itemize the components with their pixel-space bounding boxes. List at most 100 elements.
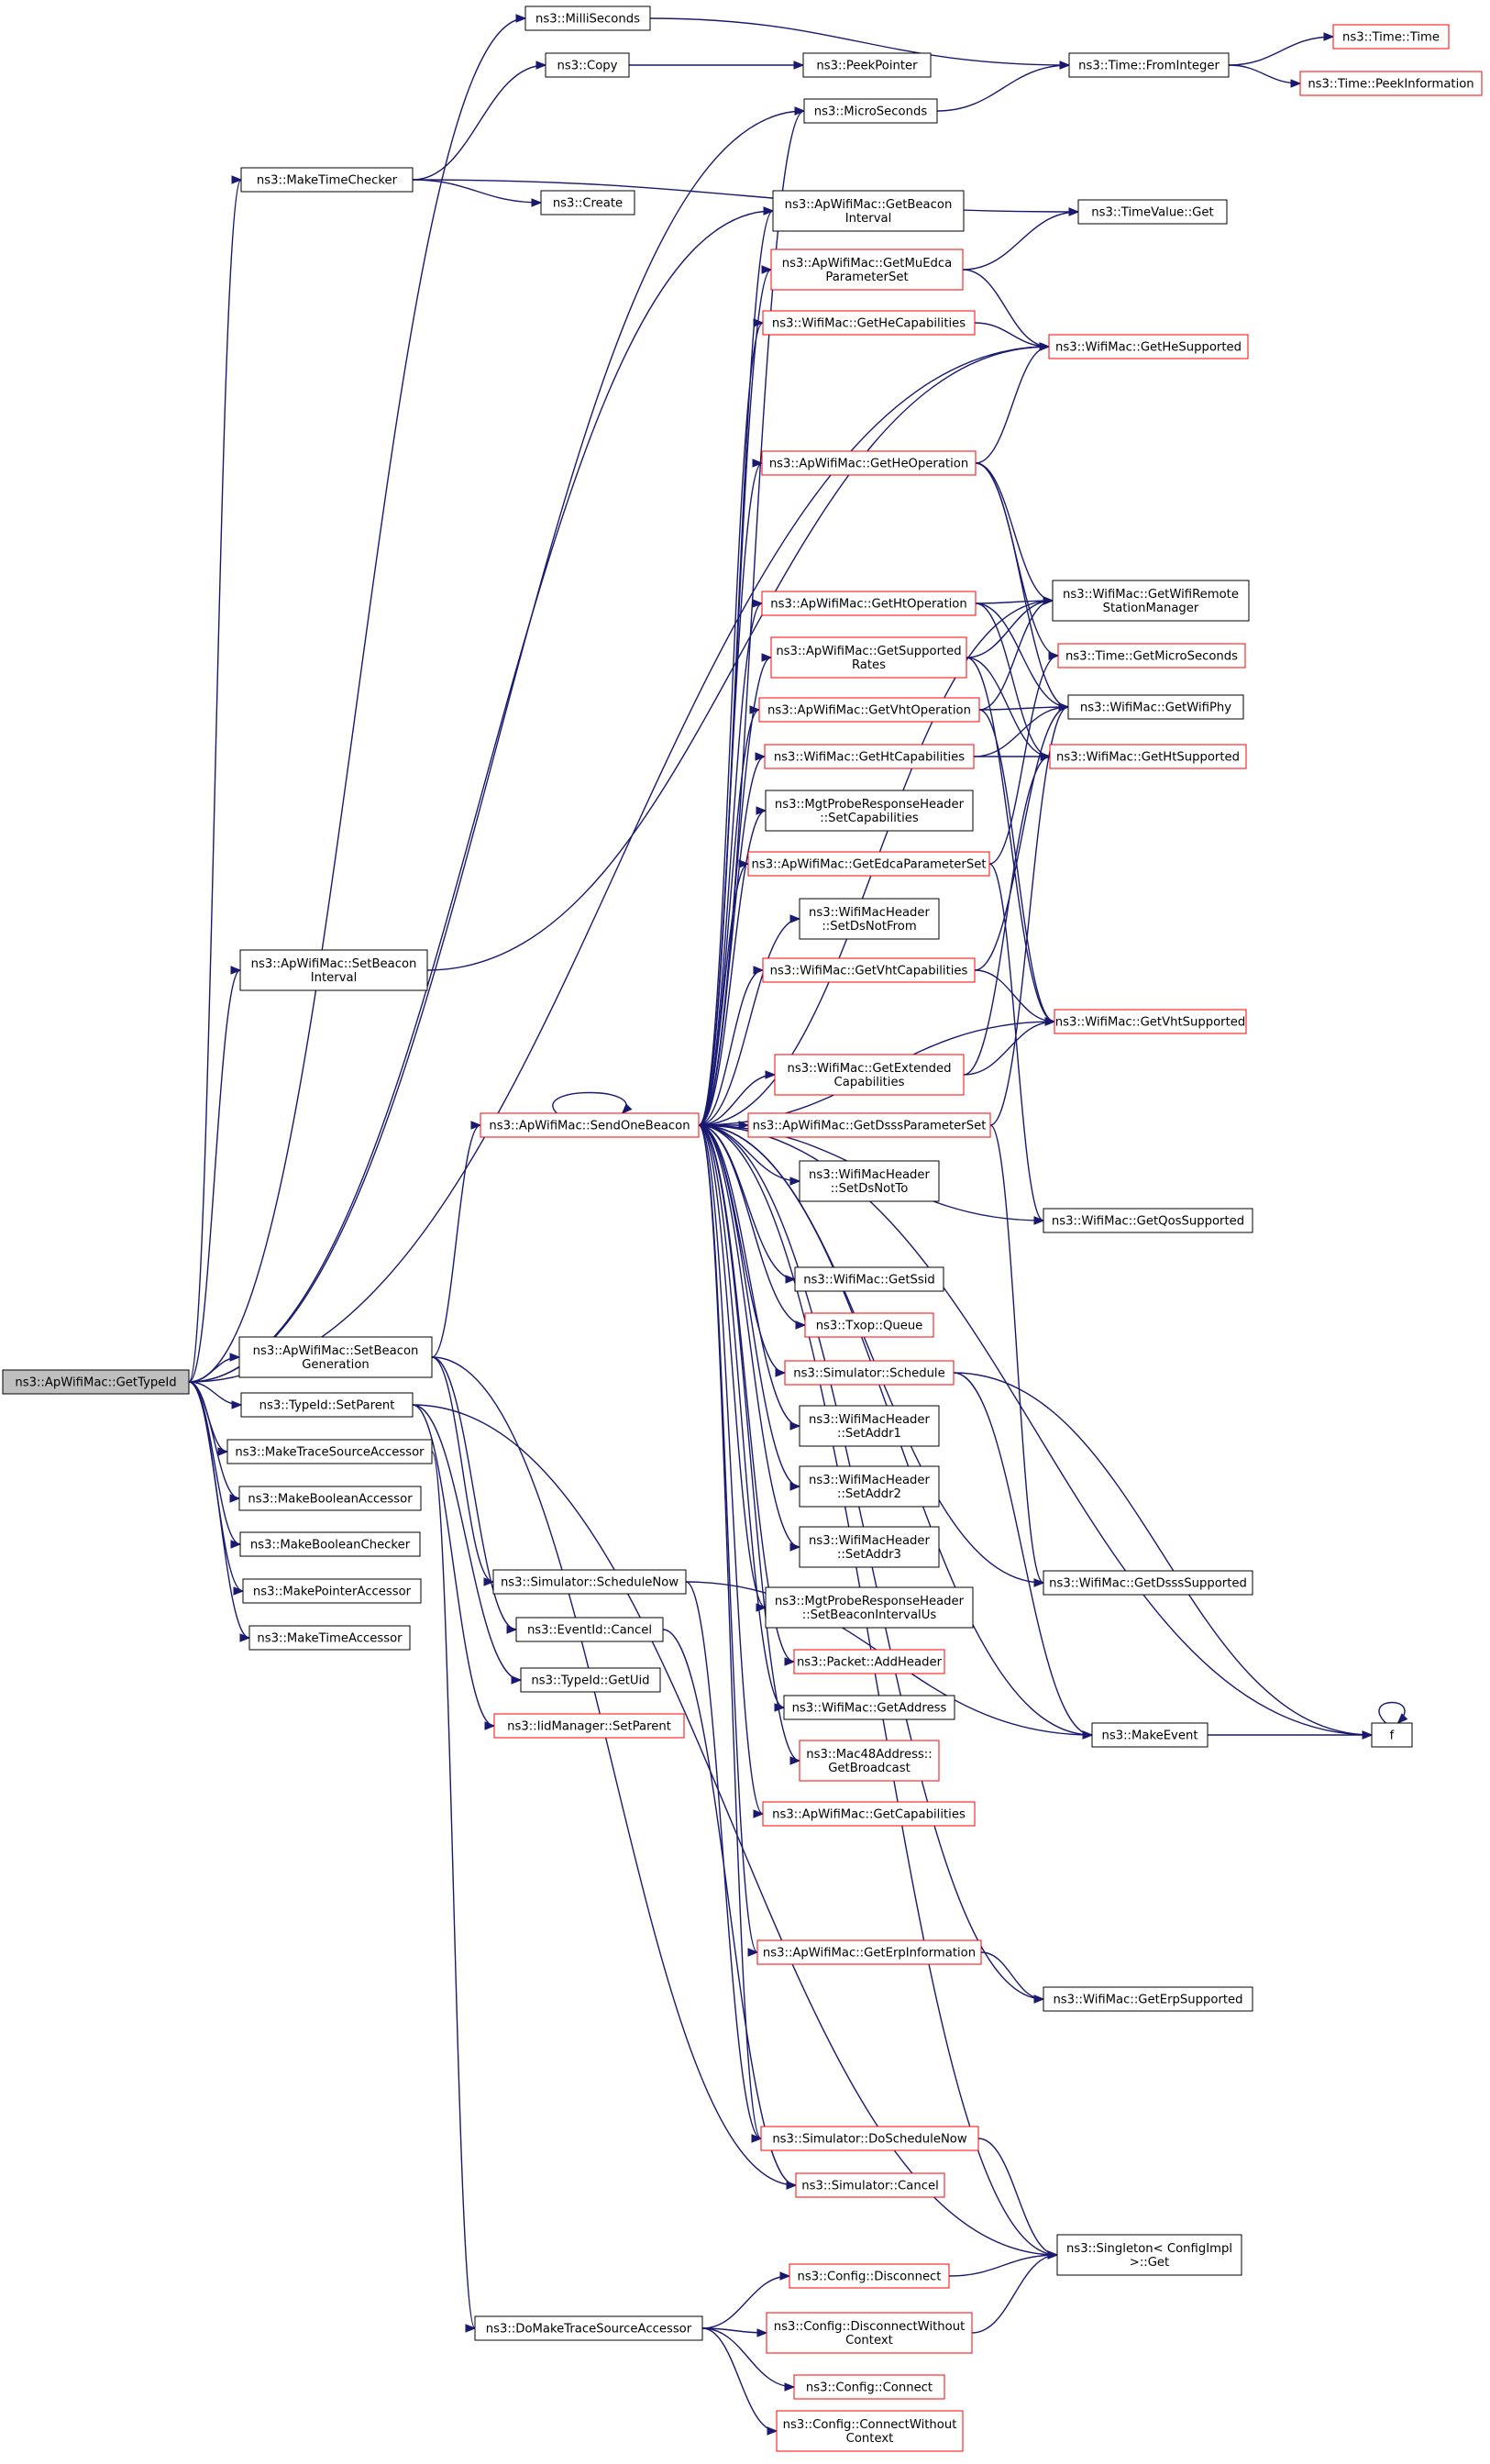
node-ns3-time-getmicroseconds[interactable]: ns3::Time::GetMicroSeconds: [1057, 643, 1246, 668]
node-box[interactable]: [803, 98, 938, 124]
node-ns3-wifimacheader-setaddr1[interactable]: ns3::WifiMacHeader::SetAddr1: [799, 1405, 940, 1447]
node-box[interactable]: [802, 52, 932, 78]
node-ns3-simulator-doschedulenow[interactable]: ns3::Simulator::DoScheduleNow: [760, 2126, 979, 2151]
node-ns3-apwifimac-setbeacon-interval[interactable]: ns3::ApWifiMac::SetBeaconInterval: [239, 949, 428, 991]
node-box[interactable]: [240, 167, 414, 193]
node-box[interactable]: [1068, 52, 1230, 78]
node-box[interactable]: [240, 1392, 414, 1418]
node-box[interactable]: [248, 1625, 411, 1651]
node-box[interactable]: [772, 190, 965, 232]
node-ns3-apwifimac-gethtoperation[interactable]: ns3::ApWifiMac::GetHtOperation: [761, 591, 977, 616]
node-box[interactable]: [1299, 71, 1483, 96]
node-ns3-wifimac-getvhtcapabilities[interactable]: ns3::WifiMac::GetVhtCapabilities: [762, 957, 976, 983]
node-box[interactable]: [1043, 1570, 1253, 1596]
node-ns3-apwifimac-getcapabilities[interactable]: ns3::ApWifiMac::GetCapabilities: [762, 1801, 976, 1827]
node-ns3-apwifimac-geterpinformation[interactable]: ns3::ApWifiMac::GetErpInformation: [756, 1939, 982, 1965]
node-f[interactable]: f: [1371, 1722, 1413, 1748]
node-box[interactable]: [1043, 1986, 1253, 2012]
node-box[interactable]: [764, 744, 975, 769]
node-box[interactable]: [2, 1369, 190, 1395]
node-ns3-makeevent[interactable]: ns3::MakeEvent: [1091, 1722, 1209, 1748]
node-box[interactable]: [480, 1112, 700, 1138]
node-box[interactable]: [761, 450, 977, 476]
node-ns3-txop-queue[interactable]: ns3::Txop::Queue: [804, 1312, 934, 1338]
node-box[interactable]: [799, 1405, 940, 1447]
node-box[interactable]: [239, 1531, 421, 1557]
node-box[interactable]: [474, 2315, 703, 2341]
node-ns3-config-connect[interactable]: ns3::Config::Connect: [793, 2374, 945, 2400]
node-box[interactable]: [795, 2172, 945, 2198]
node-box[interactable]: [540, 190, 635, 215]
node-box[interactable]: [799, 1160, 940, 1202]
node-ns3-iidmanager-setparent[interactable]: ns3::IidManager::SetParent: [493, 1713, 685, 1739]
node-ns3-apwifimac-sendonebeacon[interactable]: ns3::ApWifiMac::SendOneBeacon: [480, 1112, 700, 1138]
node-box[interactable]: [1091, 1722, 1209, 1748]
node-ns3-time-peekinformation[interactable]: ns3::Time::PeekInformation: [1299, 71, 1483, 96]
node-box[interactable]: [239, 949, 428, 991]
node-box[interactable]: [799, 1465, 940, 1508]
node-box[interactable]: [238, 1486, 422, 1511]
node-ns3-mac48address-getbroadcast[interactable]: ns3::Mac48Address::GetBroadcast: [799, 1740, 940, 1782]
node-box[interactable]: [515, 1617, 664, 1642]
node-box[interactable]: [756, 1939, 982, 1965]
node-ns3-peekpointer[interactable]: ns3::PeekPointer: [802, 52, 932, 78]
node-ns3-typeid-setparent[interactable]: ns3::TypeId::SetParent: [240, 1392, 414, 1418]
node-ns3-wifimacheader-setdsnotto[interactable]: ns3::WifiMacHeader::SetDsNotTo: [799, 1160, 940, 1202]
node-box[interactable]: [524, 6, 651, 31]
node-ns3-time-frominteger[interactable]: ns3::Time::FromInteger: [1068, 52, 1230, 78]
node-box[interactable]: [492, 1569, 687, 1595]
node-ns3-apwifimac-getedcaparameterset[interactable]: ns3::ApWifiMac::GetEdcaParameterSet: [747, 851, 990, 877]
node-ns3-wifimac-gethtcapabilities[interactable]: ns3::WifiMac::GetHtCapabilities: [764, 744, 975, 769]
node-box[interactable]: [789, 2263, 950, 2289]
node-ns3-wifimac-getaddress[interactable]: ns3::WifiMac::GetAddress: [783, 1695, 955, 1720]
node-box[interactable]: [766, 2312, 973, 2354]
node-box[interactable]: [1077, 199, 1228, 225]
node-ns3-microseconds[interactable]: ns3::MicroSeconds: [803, 98, 938, 124]
node-box[interactable]: [765, 1586, 974, 1629]
node-ns3-config-disconnect[interactable]: ns3::Config::Disconnect: [789, 2263, 950, 2289]
node-box[interactable]: [747, 851, 990, 877]
node-box[interactable]: [760, 2126, 979, 2151]
node-ns3-time-time[interactable]: ns3::Time::Time: [1332, 24, 1450, 50]
node-box[interactable]: [799, 1740, 940, 1782]
node-box[interactable]: [758, 697, 980, 723]
node-box[interactable]: [799, 898, 940, 940]
node-box[interactable]: [794, 1266, 944, 1292]
node-ns3-wifimac-geterpsupported[interactable]: ns3::WifiMac::GetErpSupported: [1043, 1986, 1253, 2012]
node-ns3-wifimacheader-setdsnotfrom[interactable]: ns3::WifiMacHeader::SetDsNotFrom: [799, 898, 940, 940]
node-ns3-wifimac-getssid[interactable]: ns3::WifiMac::GetSsid: [794, 1266, 944, 1292]
node-ns3-apwifimac-gettypeid[interactable]: ns3::ApWifiMac::GetTypeId: [2, 1369, 190, 1395]
node-ns3-apwifimac-getvhtoperation[interactable]: ns3::ApWifiMac::GetVhtOperation: [758, 697, 980, 723]
node-box[interactable]: [1048, 334, 1249, 359]
node-ns3-simulator-cancel[interactable]: ns3::Simulator::Cancel: [795, 2172, 945, 2198]
node-ns3-simulator-schedulenow[interactable]: ns3::Simulator::ScheduleNow: [492, 1569, 687, 1595]
node-box[interactable]: [747, 1112, 991, 1138]
node-box[interactable]: [493, 1713, 685, 1739]
node-ns3-wifimacheader-setaddr3[interactable]: ns3::WifiMacHeader::SetAddr3: [799, 1526, 940, 1568]
node-box[interactable]: [1052, 580, 1250, 622]
node-ns3-packet-addheader[interactable]: ns3::Packet::AddHeader: [793, 1649, 945, 1674]
node-ns3-makepointeraccessor[interactable]: ns3::MakePointerAccessor: [242, 1578, 422, 1604]
node-ns3-wifimacheader-setaddr2[interactable]: ns3::WifiMacHeader::SetAddr2: [799, 1465, 940, 1508]
node-box[interactable]: [1371, 1722, 1413, 1748]
node-box[interactable]: [765, 790, 974, 832]
node-box[interactable]: [776, 2410, 964, 2452]
node-ns3-maketimeaccessor[interactable]: ns3::MakeTimeAccessor: [248, 1625, 411, 1651]
node-box[interactable]: [793, 2374, 945, 2400]
node-box[interactable]: [783, 1695, 955, 1720]
node-box[interactable]: [226, 1439, 433, 1464]
node-box[interactable]: [804, 1312, 934, 1338]
node-ns3-makebooleanchecker[interactable]: ns3::MakeBooleanChecker: [239, 1531, 421, 1557]
node-box[interactable]: [762, 1801, 976, 1827]
node-box[interactable]: [799, 1526, 940, 1568]
node-box[interactable]: [1057, 643, 1246, 668]
node-ns3-wifimac-getdssssupported[interactable]: ns3::WifiMac::GetDsssSupported: [1043, 1570, 1253, 1596]
node-ns3-wifimac-gethecapabilities[interactable]: ns3::WifiMac::GetHeCapabilities: [762, 310, 976, 336]
node-box[interactable]: [1056, 2234, 1242, 2276]
node-ns3-maketimechecker[interactable]: ns3::MakeTimeChecker: [240, 167, 414, 193]
node-ns3-copy[interactable]: ns3::Copy: [545, 52, 630, 78]
